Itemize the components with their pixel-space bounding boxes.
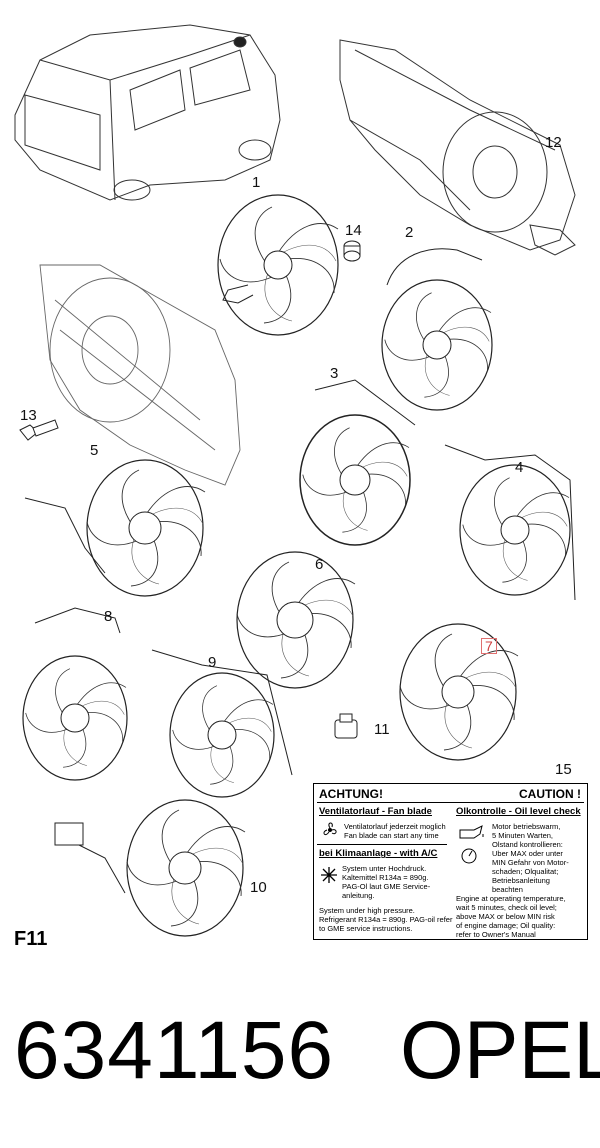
car-illustration — [14, 24, 281, 201]
callout-10: 10 — [250, 879, 267, 896]
callout-7: 7 — [481, 638, 497, 654]
callout-12: 12 — [545, 134, 562, 151]
oil-text-de: Motor betriebswarm, 5 Minuten Warten, Ol… — [492, 822, 569, 894]
callout-4: 4 — [515, 459, 524, 476]
achtung-heading: ACHTUNG! — [319, 787, 383, 801]
snowflake-icon — [321, 867, 337, 883]
fan-2 — [381, 248, 493, 411]
part-number: 6341156 — [14, 1005, 335, 1096]
fan-text: Ventilatorlauf jederzeit moglich Fan bla… — [344, 822, 446, 840]
figure-code: F11 — [14, 928, 48, 950]
ac-heading: bei Klimaanlage - with A/C — [319, 848, 438, 859]
warning-label: ACHTUNG! CAUTION ! Ventilatorlauf - Fan … — [313, 783, 588, 940]
fan-1 — [217, 194, 339, 336]
callout-2: 2 — [405, 224, 414, 241]
callout-5: 5 — [90, 442, 99, 459]
callout-13: 13 — [20, 407, 37, 424]
clock-icon — [461, 848, 477, 864]
exploded-parts-diagram — [14, 24, 576, 937]
fan-shroud-frame — [339, 39, 576, 256]
grommet-14 — [343, 240, 361, 262]
fan-7 — [399, 623, 519, 761]
fan-9 — [151, 649, 293, 798]
callout-6: 6 — [315, 556, 324, 573]
callout-1: 1 — [252, 174, 261, 191]
fan-10 — [54, 799, 246, 937]
fan-3 — [299, 379, 416, 546]
fan-8 — [22, 607, 128, 781]
callout-15: 15 — [555, 761, 572, 778]
callout-9: 9 — [208, 654, 217, 671]
bolt-13 — [19, 419, 59, 441]
fan-icon — [323, 822, 337, 836]
oil-can-icon — [459, 825, 484, 839]
callout-3: 3 — [330, 365, 339, 382]
ac-text-en: System under high pressure. Refrigerant … — [319, 906, 453, 933]
oil-heading: Olkontrolle - Oil level check — [456, 806, 581, 817]
oil-text-en: Engine at operating temperature, wait 5 … — [456, 894, 566, 939]
radiator-shroud — [39, 264, 241, 486]
fan-6 — [236, 551, 356, 689]
fan-4 — [444, 444, 576, 601]
callout-14: 14 — [345, 222, 362, 239]
fan-heading: Ventilatorlauf - Fan blade — [319, 806, 432, 817]
callout-11: 11 — [374, 721, 390, 738]
ac-text-de: System unter Hochdruck. Kaltemittel R134… — [342, 864, 431, 900]
brand-name: OPEL — [400, 1005, 600, 1096]
caution-heading: CAUTION ! — [519, 787, 581, 801]
fan-5 — [24, 459, 206, 597]
callout-8: 8 — [104, 608, 113, 625]
resistor-11 — [334, 713, 358, 739]
